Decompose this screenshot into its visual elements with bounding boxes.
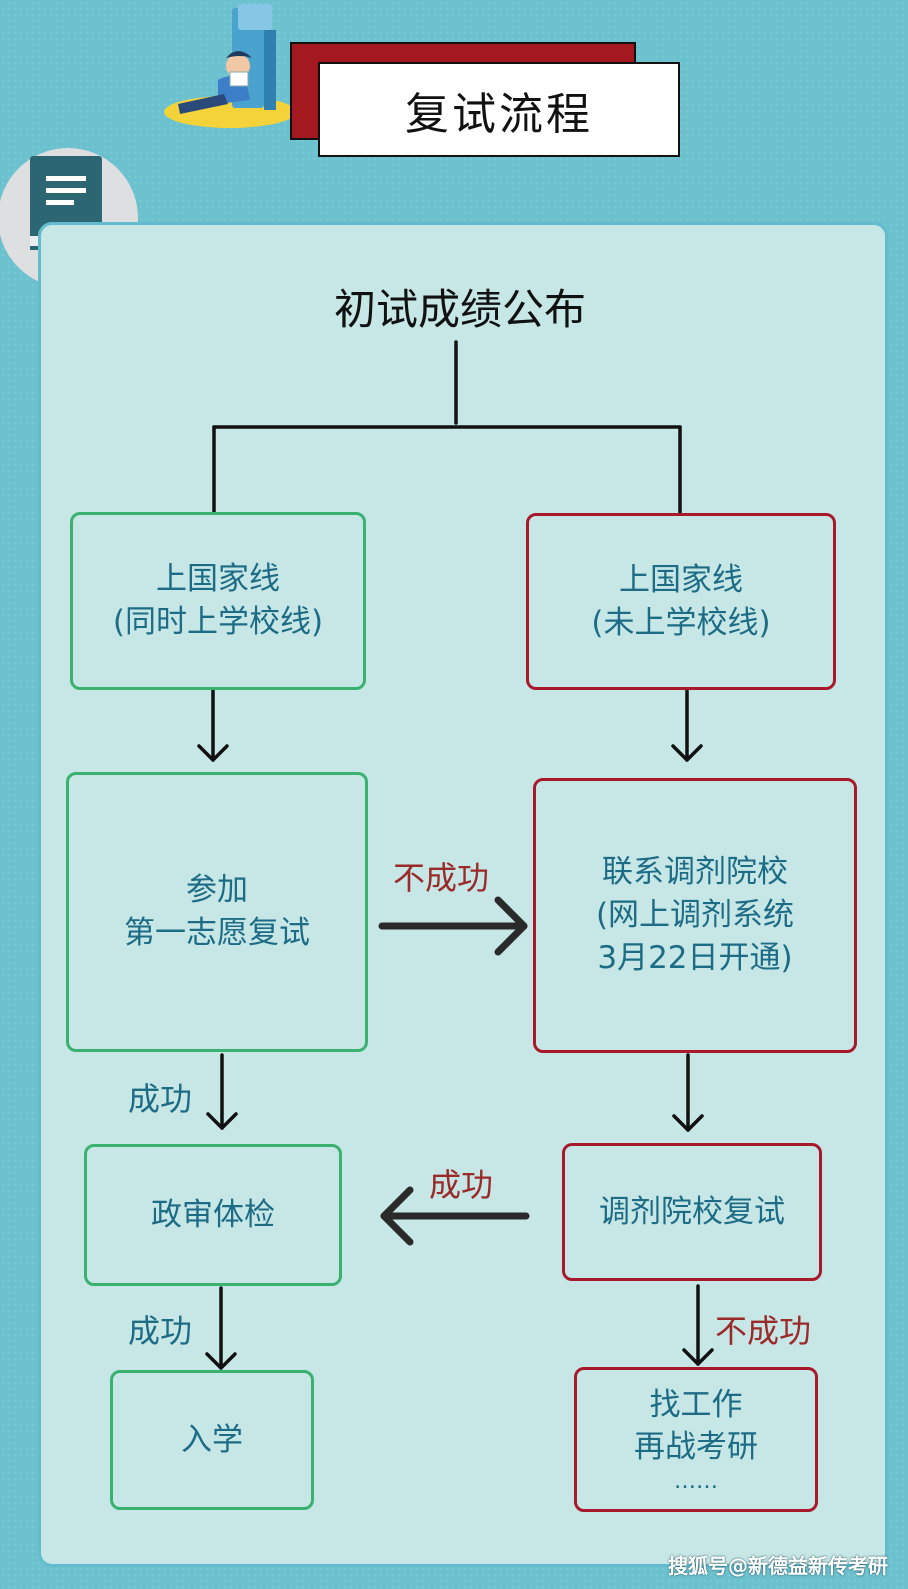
node-above-both-lines: 上国家线 (同时上学校线) xyxy=(70,512,366,690)
node-contact-adjustment: 联系调剂院校 (网上调剂系统 3月22日开通) xyxy=(533,778,857,1053)
page-title: 复试流程 xyxy=(318,62,680,157)
node-political-medical-check: 政审体检 xyxy=(84,1144,342,1286)
label-success-to-check: 成功 xyxy=(128,1080,193,1118)
label-success-to-enroll: 成功 xyxy=(128,1312,193,1350)
node-above-national-line-only: 上国家线 (未上学校线) xyxy=(526,513,836,690)
node-enrollment: 入学 xyxy=(110,1370,314,1510)
arrow-right-2 xyxy=(672,1053,704,1132)
watermark: 搜狐号@新德益新传考研 xyxy=(668,1554,888,1578)
arrow-left-3 xyxy=(205,1286,237,1370)
reader-illustration xyxy=(164,4,296,128)
arrow-left-1 xyxy=(197,688,229,762)
flowchart-panel xyxy=(38,222,888,1567)
arrow-adjust-success xyxy=(380,1186,530,1246)
label-fail-to-adjust: 不成功 xyxy=(393,859,490,897)
flow-heading: 初试成绩公布 xyxy=(333,285,586,334)
arrow-right-1 xyxy=(671,688,703,762)
arrow-fail-to-adjust xyxy=(378,896,528,956)
label-adjust-success: 成功 xyxy=(429,1166,494,1204)
node-first-choice-retest: 参加 第一志愿复试 xyxy=(66,772,368,1052)
node-adjustment-retest: 调剂院校复试 xyxy=(562,1143,822,1281)
label-adjust-fail: 不成功 xyxy=(715,1312,812,1350)
node-job-or-retry: 找工作 再战考研 …… xyxy=(574,1367,818,1512)
arrow-right-3 xyxy=(682,1284,714,1366)
arrow-left-2 xyxy=(206,1053,238,1130)
